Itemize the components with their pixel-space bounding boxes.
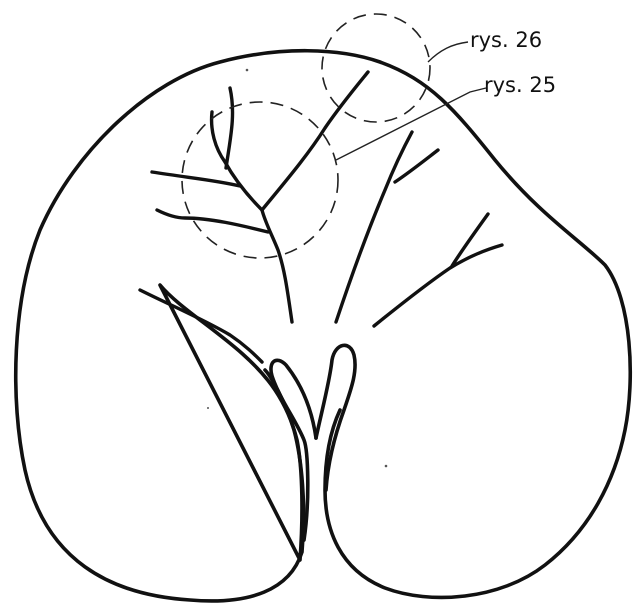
label-rys-25: rys. 25 <box>484 73 556 97</box>
vein-left-lower-branch <box>157 210 268 232</box>
speck <box>385 465 388 468</box>
label-rys-26: rys. 26 <box>470 28 542 52</box>
leader-line-rys-26 <box>428 42 468 62</box>
vein-left-upper-branch <box>212 112 262 210</box>
detail-circle-rys-26 <box>322 14 430 122</box>
speck <box>246 69 249 72</box>
left-lobe-outline <box>160 285 302 560</box>
vein-main-left <box>262 210 292 322</box>
vein-right <box>374 245 502 326</box>
vein-left-side <box>140 290 262 362</box>
vein-left-upper-spur <box>226 88 233 168</box>
speck <box>207 407 209 409</box>
vein-left-diagonal <box>262 72 368 210</box>
vein-center <box>336 132 412 322</box>
vein-left-mid-branch <box>152 172 240 186</box>
